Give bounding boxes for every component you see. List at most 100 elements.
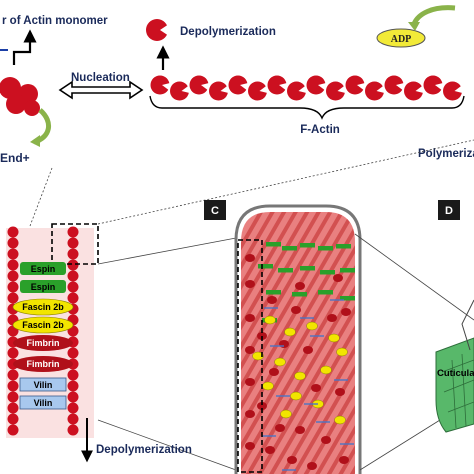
stereocilium-edge [461,299,474,351]
svg-text:Vilin: Vilin [34,380,53,390]
actin-monomer [189,75,209,95]
espin-marker [258,264,273,269]
bundle-actin-bead [7,270,19,282]
adp-label: ADP [391,34,412,45]
bundle-actin-bead [7,402,19,414]
espin-marker [278,268,293,273]
zoom-line-2 [97,139,474,225]
fimbrin-marker [339,456,349,464]
fimbrin-2: Fimbrin [13,356,73,372]
double-arrow-icon [58,80,144,100]
actin-monomer [384,75,404,95]
bundle-actin-bead [7,237,19,249]
actin-monomer [287,81,306,101]
actin-monomer [228,75,248,95]
fascin-marker [264,315,276,325]
actin-monomer-icon [146,19,172,41]
fimbrin-marker [333,274,343,282]
bundle-actin-bead [67,292,79,304]
bundle-actin-bead [7,424,19,436]
depolymerization-bottom-label: Depolymerization [96,444,192,456]
villin-2: Vilin [19,395,67,410]
espin-marker [292,292,307,297]
svg-text:Espin: Espin [31,264,56,274]
f-actin-label: F-Actin [300,124,340,136]
zoom-line-5 [354,233,474,321]
fimbrin-marker [303,346,313,354]
zoom-line-4 [97,419,237,471]
bundle-actin-bead [7,226,19,238]
fascin-marker [336,347,348,357]
stereocilium-zoom-box [237,239,263,473]
fimbrin-marker [245,378,255,386]
bundle-actin-bead [67,369,79,381]
fimbrin-marker [295,282,305,290]
fimbrin-1: Fimbrin [13,335,73,351]
fascin-marker [252,351,264,361]
cuticular-panel: D Cuticula [435,200,474,433]
fimbrin-marker [291,306,301,314]
bundle-actin-bead [67,391,79,403]
fascin-marker [262,381,274,391]
bundle-actin-bead [67,248,79,260]
actin-monomer [404,81,423,101]
actin-monomer [306,75,326,95]
espin-marker [300,266,315,271]
fascin-marker [290,391,302,401]
fimbrin-marker [275,424,285,432]
espin-marker [320,270,335,275]
bundle-actin-bead [67,281,79,293]
fimbrin-marker [245,314,255,322]
bundle-actin-bead [67,402,79,414]
fimbrin-marker [257,402,267,410]
actin-monomer [170,81,189,101]
f-actin-filament [150,75,463,101]
svg-text:Fimbrin: Fimbrin [27,338,60,348]
espin-marker [318,246,333,251]
left-monomer-cluster [0,77,46,116]
svg-text:D: D [445,205,453,217]
svg-text:Espin: Espin [31,282,56,292]
svg-text:Fascin 2b: Fascin 2b [22,302,64,312]
actin-monomer [326,81,345,101]
espin-marker [336,244,351,249]
stereocilium-inner [241,212,355,474]
bundle-actin-bead [67,347,79,359]
zoom-line-1 [29,167,53,227]
depolymerization-top-label: Depolymerization [180,26,276,38]
cuticular-mesh [441,353,474,429]
stereocilium-panel: C [204,200,362,474]
fimbrin-marker [245,410,255,418]
fascin-marker [274,357,286,367]
bundle-actin-bead [67,380,79,392]
espin-2: Espin [20,280,66,293]
bundle-panel: Espin Espin Fascin 2b Fascin 2b Fimbrin … [6,223,192,463]
bundle-actin-bead [67,237,79,249]
fimbrin-marker [269,368,279,376]
actin-monomer [248,81,267,101]
fimbrin-marker [245,346,255,354]
fimbrin-marker [245,254,255,262]
fimbrin-marker [279,340,289,348]
svg-text:Vilin: Vilin [34,398,53,408]
espin-marker [318,290,333,295]
actin-monomer [267,75,287,95]
cuticular-label: Cuticula [437,368,474,379]
nucleation-label: Nucleation [71,72,130,84]
stereocilium-contents [245,242,355,471]
stereocilium-outline [234,204,362,474]
fascin-marker [284,327,296,337]
panel-badge-d: D [438,200,460,220]
bundle-actin-bead [7,413,19,425]
zoom-line-3 [97,237,237,265]
adp-curved-arrow-icon [411,5,456,26]
fimbrin-marker [321,436,331,444]
fascin-marker [280,409,292,419]
espin-1: Espin [20,262,66,275]
espin-marker [340,296,355,301]
espin-marker [300,243,315,248]
fascin-marker [334,415,346,425]
fimbrin-marker [245,442,255,450]
svg-text:Fimbrin: Fimbrin [27,359,60,369]
fimbrin-marker [307,462,317,470]
